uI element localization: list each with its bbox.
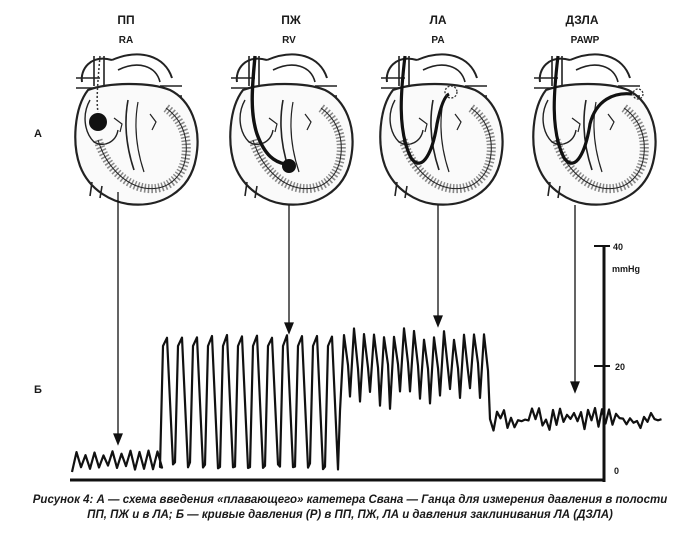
- stage-subtitle-pawp: PAWP: [571, 35, 600, 46]
- arrow-head-ra: [113, 433, 123, 446]
- stage-subtitle-ra: RA: [119, 35, 133, 46]
- catheter-balloon-ra: [89, 113, 107, 131]
- figure-caption: Рисунок 4: А — схема введения «плавающег…: [0, 493, 700, 523]
- axis-label-0: 0: [614, 466, 619, 476]
- arrow-head-rv: [284, 322, 294, 335]
- catheter-balloon-pa: [444, 85, 458, 99]
- stage-title-pawp: ДЗЛА: [566, 13, 599, 27]
- arrow-head-pa: [433, 315, 443, 328]
- stage-arrows: [113, 192, 580, 446]
- catheter-balloon-rv: [282, 159, 296, 173]
- arrow-head-pawp: [570, 381, 580, 394]
- heart-diagram-rv: [230, 54, 352, 204]
- stage-title-pa: ЛА: [429, 13, 446, 27]
- stage-subtitle-pa: PA: [431, 35, 444, 46]
- row-label-a: А: [34, 128, 42, 140]
- stage-subtitle-rv: RV: [282, 35, 296, 46]
- catheter-balloon-pawp: [632, 88, 644, 100]
- axis-unit: mmHg: [612, 264, 640, 274]
- caption-line-1: Рисунок 4: А — схема введения «плавающег…: [32, 494, 668, 506]
- axis-label-20: 20: [615, 362, 625, 372]
- heart-diagram-pawp: [533, 54, 655, 204]
- caption-line-2: ПП, ПЖ и в ЛА; Б — кривые давления (Р) в…: [87, 509, 613, 521]
- axis-label-40: 40: [613, 242, 623, 252]
- stage-title-ra: ПП: [117, 13, 134, 27]
- pressure-trace: [70, 327, 662, 473]
- stage-title-rv: ПЖ: [281, 13, 301, 27]
- row-label-b: Б: [34, 384, 42, 396]
- heart-diagram-pa: [380, 54, 502, 204]
- heart-diagram-ra: [75, 54, 197, 204]
